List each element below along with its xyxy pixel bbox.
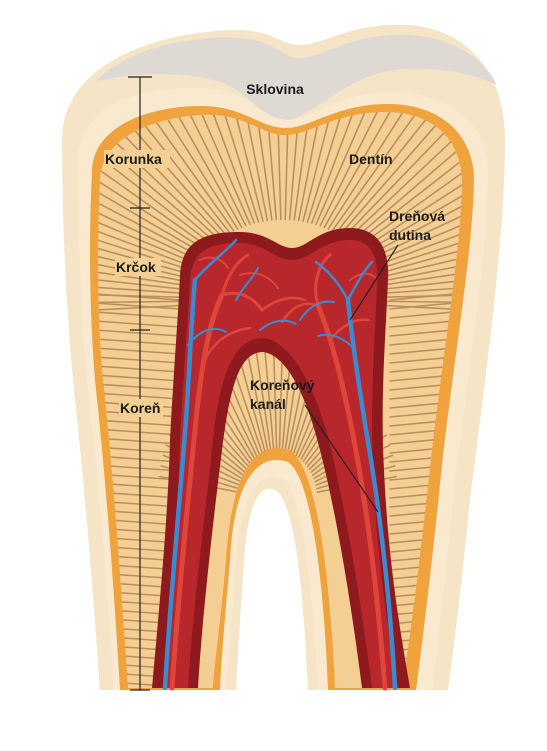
dentinal-tubule [255, 351, 272, 452]
dentinal-tubule [127, 121, 228, 236]
dentinal-tubule [203, 112, 255, 224]
dentinal-tubule [97, 338, 181, 346]
dentinal-tubule [97, 260, 191, 287]
dentinal-tubule [97, 174, 206, 256]
dentinal-tubule [275, 112, 282, 221]
dentinal-tubule [97, 165, 208, 253]
dentinal-tubule [97, 211, 197, 269]
dentinal-tubule [247, 353, 269, 453]
label-crown: Korunka [105, 151, 162, 167]
dentinal-tubule [97, 428, 181, 436]
dentinal-tubule [97, 300, 189, 305]
enamel-cap [95, 34, 497, 121]
dentinal-tubule [369, 211, 462, 269]
dentinal-tubule [215, 112, 260, 223]
dentinal-tubule [97, 383, 181, 391]
veins [162, 238, 398, 691]
dentinal-tubule [264, 350, 275, 452]
dentinal-tubule [97, 347, 181, 355]
dentinal-tubule [310, 112, 363, 224]
dentinal-tubule [373, 240, 462, 280]
dentinal-tubule [97, 437, 181, 445]
measurement-scale [128, 76, 152, 691]
dentinal-tubule [158, 112, 239, 230]
dentinal-tubule [284, 112, 291, 221]
dentinal-tubule [97, 230, 194, 276]
dentinal-tubule [293, 112, 315, 221]
dentinal-tubule [97, 304, 189, 315]
dentinal-tubule [97, 271, 190, 291]
dentinal-tubule [97, 365, 181, 373]
dentinal-tubule [251, 112, 273, 221]
dentinal-tubule [352, 149, 462, 247]
dentinal-tubule [97, 183, 203, 259]
pulp-inner [163, 240, 398, 688]
dentinal-tubule [97, 329, 181, 337]
dentinal-tubule [137, 115, 231, 234]
dentinal-tubule [97, 240, 193, 280]
dentinal-tubule [147, 112, 235, 232]
dentinal-tubule [263, 112, 278, 221]
dentinal-tubule [349, 142, 462, 244]
dentinal-tubule [331, 112, 419, 232]
dentinal-tubule [97, 250, 192, 284]
dentinal-tubule [97, 311, 181, 319]
dentinal-tubule [306, 112, 351, 223]
dentinal-tubule [97, 281, 190, 295]
label-pulp-line1: Dreňová [389, 208, 445, 224]
label-root: Koreň [120, 400, 160, 416]
arteries [169, 253, 388, 691]
dentinal-tubule [370, 220, 462, 273]
dentinal-tubule [360, 174, 462, 256]
label-dentin: Dentín [349, 151, 393, 167]
dentinal-tubule [97, 419, 181, 427]
dentinal-tubule [97, 374, 181, 382]
dentinal-tubule [335, 115, 429, 234]
dentinal-tubule [315, 112, 375, 226]
dentinal-tubule [97, 293, 181, 301]
dentinal-tubule [357, 165, 462, 253]
dentinal-tubule [97, 392, 181, 400]
canal-leader-line [304, 404, 379, 513]
pulp-leader-line [349, 244, 399, 321]
dentinal-tubule [288, 112, 303, 221]
dentinal-tubule [97, 220, 195, 273]
dentinal-tubule [365, 192, 462, 262]
dentinal-tubule [345, 135, 458, 241]
dentinal-tubule [272, 349, 278, 451]
dentinal-tubule [97, 157, 211, 250]
label-canal-line1: Koreňový [250, 377, 315, 393]
dentinal-tubule [97, 356, 181, 364]
dentinal-tubule [363, 183, 462, 259]
dentinal-tubule [278, 349, 284, 451]
dentinal-tubule [338, 121, 439, 236]
dentinal-tubule [297, 112, 327, 222]
label-neck: Krčok [116, 259, 156, 275]
dentinal-tubule [319, 112, 386, 227]
dentinal-tubule [327, 112, 408, 230]
dentinal-tubule [169, 112, 243, 229]
dentinal-tubule [97, 201, 199, 266]
dentinal-tubule [323, 112, 397, 229]
label-pulp-line2: dutina [389, 227, 431, 243]
dentinal-tubule [238, 357, 267, 454]
dentinal-tubule [180, 112, 247, 227]
dentinal-tubule [227, 112, 264, 222]
dentinal-tubule [97, 320, 181, 328]
dentinal-tubule [97, 302, 181, 310]
dentinal-tubule [239, 112, 269, 222]
label-canal-line2: kanál [250, 396, 286, 412]
dentinal-tubule [302, 112, 339, 222]
dentinal-tubule [372, 230, 462, 276]
dentinal-tubule [342, 128, 449, 239]
dentinal-tubule [97, 192, 201, 262]
label-enamel: Sklovina [246, 81, 304, 97]
dentinal-tubule [117, 128, 224, 239]
